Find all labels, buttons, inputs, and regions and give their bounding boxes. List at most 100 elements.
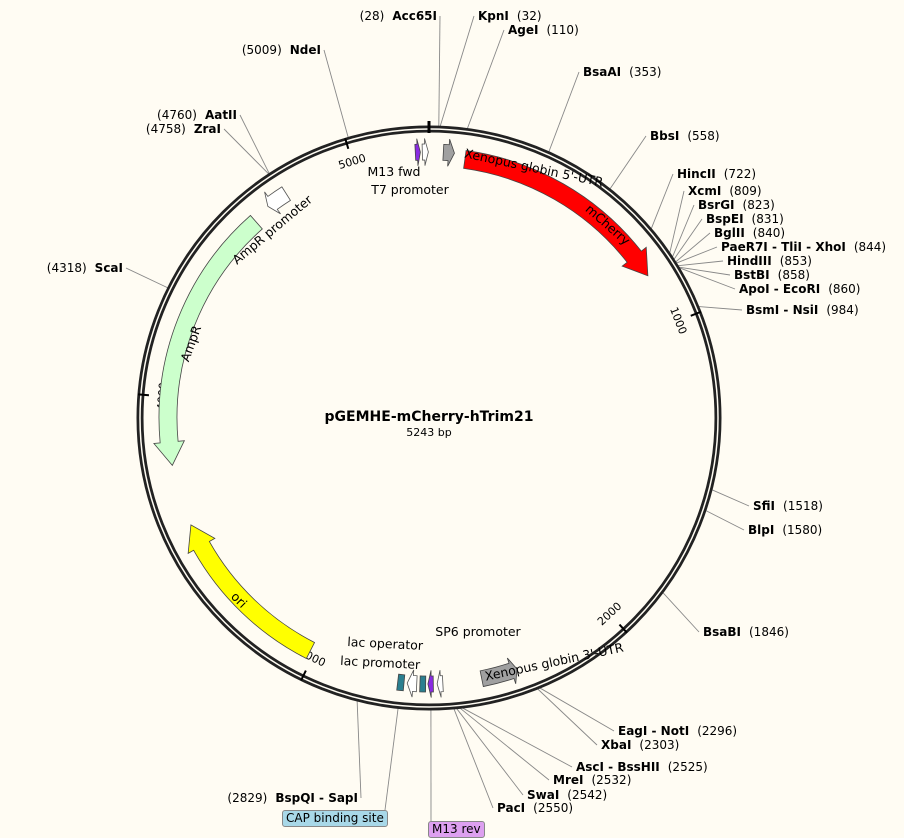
enzyme-site-line bbox=[467, 30, 504, 129]
lac-promoter-feature[interactable] bbox=[407, 670, 417, 697]
enzyme-site-line bbox=[712, 490, 749, 506]
enzyme-site-line bbox=[324, 50, 348, 137]
svg-text:(4318)ScaI: (4318)ScaI bbox=[47, 261, 123, 275]
cap-binding-site-tag[interactable]: CAP binding site bbox=[282, 810, 388, 827]
enzyme-position: (860) bbox=[828, 282, 860, 296]
enzyme-position: (2303) bbox=[639, 738, 679, 752]
svg-text:BsmI - NsiI(984): BsmI - NsiI(984) bbox=[746, 303, 859, 317]
enzyme-site-apoi-ecori[interactable]: ApoI - EcoRI (860) bbox=[739, 282, 860, 296]
m13-fwd-feature[interactable] bbox=[415, 139, 421, 166]
enzyme-name: BsmI - NsiI bbox=[746, 303, 818, 317]
xenopus-globin-5-utr-feature[interactable] bbox=[443, 139, 455, 166]
enzyme-site-bspqi-sapi[interactable]: (2829) BspQI - SapI bbox=[227, 791, 358, 805]
enzyme-site-bbsi[interactable]: BbsI(558) bbox=[650, 129, 720, 143]
enzyme-site-mrei[interactable]: MreI(2532) bbox=[553, 773, 631, 787]
svg-text:KpnI(32): KpnI (32) bbox=[478, 9, 542, 23]
enzyme-name: XcmI bbox=[688, 184, 721, 198]
enzyme-site-scai[interactable]: (4318)ScaI bbox=[47, 261, 123, 275]
t7-promoter-feature[interactable] bbox=[422, 138, 428, 165]
enzyme-position: (1846) bbox=[749, 625, 789, 639]
enzyme-site-xcmi[interactable]: XcmI(809) bbox=[688, 184, 762, 198]
enzyme-site-line bbox=[457, 709, 523, 795]
enzyme-site-paer7i-tlii-xhoi[interactable]: PaeR7I - TliI - XhoI(844) bbox=[721, 240, 886, 254]
enzyme-position: (2542) bbox=[567, 788, 607, 802]
tick-mark bbox=[138, 394, 149, 395]
svg-text:AgeI(110): AgeI(110) bbox=[508, 23, 579, 37]
enzyme-site-acc65i[interactable]: (28)Acc65I bbox=[360, 9, 437, 23]
m13-fwd-label: M13 fwd bbox=[367, 164, 420, 179]
enzyme-position: (1580) bbox=[782, 523, 822, 537]
enzyme-name: BsrGI bbox=[698, 198, 735, 212]
enzyme-name: BsaBI bbox=[703, 625, 741, 639]
enzyme-site-sfii[interactable]: SfiI(1518) bbox=[753, 499, 823, 513]
m13-rev-tag[interactable]: M13 rev bbox=[428, 821, 485, 838]
enzyme-site-line bbox=[538, 689, 597, 745]
enzyme-site-line bbox=[663, 593, 699, 632]
enzyme-position: (32) bbox=[517, 9, 542, 23]
enzyme-site-bglii[interactable]: BglII(840) bbox=[714, 226, 785, 240]
enzyme-position: (722) bbox=[724, 167, 756, 181]
enzyme-position: (840) bbox=[753, 226, 785, 240]
enzyme-site-bstbi[interactable]: BstBI(858) bbox=[734, 268, 810, 282]
enzyme-site-ndei[interactable]: (5009)NdeI bbox=[242, 43, 321, 57]
svg-text:BbsI(558): BbsI(558) bbox=[650, 129, 720, 143]
enzyme-site-line bbox=[439, 16, 440, 126]
t7-promoter-label: T7 promoter bbox=[370, 182, 449, 197]
enzyme-site-line bbox=[357, 701, 361, 798]
enzyme-site-xbai[interactable]: XbaI(2303) bbox=[601, 738, 679, 752]
enzyme-name: BspQI - SapI bbox=[275, 791, 358, 805]
enzyme-site-bsrgi[interactable]: BsrGI(823) bbox=[698, 198, 775, 212]
enzyme-site-asci-bsshii[interactable]: AscI - BssHII(2525) bbox=[576, 760, 708, 774]
enzyme-site-kpni[interactable]: KpnI (32) bbox=[478, 9, 542, 23]
enzyme-name: ApoI - EcoRI bbox=[739, 282, 820, 296]
svg-text:(5009)NdeI: (5009)NdeI bbox=[242, 43, 321, 57]
enzyme-name: AscI - BssHII bbox=[576, 760, 660, 774]
enzyme-site-zrai[interactable]: (4758)ZraI bbox=[146, 122, 221, 136]
enzyme-name: MreI bbox=[553, 773, 583, 787]
cap-binding-site-feature[interactable] bbox=[397, 674, 405, 691]
svg-text:BsaAI(353): BsaAI(353) bbox=[583, 65, 661, 79]
sp6-promoter-feature[interactable] bbox=[437, 670, 443, 697]
enzyme-position: (4318) bbox=[47, 261, 87, 275]
enzyme-site-hincii[interactable]: HincII(722) bbox=[677, 167, 756, 181]
svg-text:SwaI(2542): SwaI (2542) bbox=[527, 788, 607, 802]
enzyme-name: AatII bbox=[205, 108, 237, 122]
svg-text:HindIII(853): HindIII(853) bbox=[727, 254, 812, 268]
enzyme-site-swai[interactable]: SwaI (2542) bbox=[527, 788, 607, 802]
enzyme-site-bsaai[interactable]: BsaAI(353) bbox=[583, 65, 661, 79]
enzyme-site-bspei[interactable]: BspEI(831) bbox=[706, 212, 784, 226]
enzyme-name: KpnI bbox=[478, 9, 509, 23]
cap-tag-line bbox=[385, 708, 398, 810]
svg-text:(4758)ZraI: (4758)ZraI bbox=[146, 122, 221, 136]
enzyme-site-hindiii[interactable]: HindIII(853) bbox=[727, 254, 812, 268]
lac-operator-feature[interactable] bbox=[420, 676, 426, 692]
lac-operator-label: lac operator bbox=[347, 634, 424, 653]
svg-text:BsaBI(1846): BsaBI (1846) bbox=[703, 625, 789, 639]
enzyme-name: Acc65I bbox=[392, 9, 437, 23]
enzyme-site-line bbox=[651, 174, 673, 229]
enzyme-site-line bbox=[549, 72, 579, 152]
enzyme-name: SfiI bbox=[753, 499, 775, 513]
tick-label: 2000 bbox=[595, 600, 624, 629]
enzyme-name: AgeI bbox=[508, 23, 538, 37]
svg-text:BlpI(1580): BlpI(1580) bbox=[748, 523, 822, 537]
svg-text:BglII(840): BglII(840) bbox=[714, 226, 785, 240]
svg-text:EagI - NotI(2296): EagI - NotI(2296) bbox=[618, 724, 737, 738]
svg-text:ApoI - EcoRI(860): ApoI - EcoRI (860) bbox=[739, 282, 860, 296]
ori-feature[interactable] bbox=[188, 525, 314, 659]
enzyme-name: SwaI bbox=[527, 788, 559, 802]
enzyme-site-paci[interactable]: PacI(2550) bbox=[497, 801, 573, 815]
enzyme-site-aatii[interactable]: (4760) AatII bbox=[157, 108, 237, 122]
enzyme-site-eagi-noti[interactable]: EagI - NotI(2296) bbox=[618, 724, 737, 738]
m13-rev-feature[interactable] bbox=[428, 670, 434, 697]
enzyme-position: (4760) bbox=[157, 108, 197, 122]
enzyme-site-bsabi[interactable]: BsaBI (1846) bbox=[703, 625, 789, 639]
enzyme-site-blpi[interactable]: BlpI(1580) bbox=[748, 523, 822, 537]
enzyme-position: (2829) bbox=[227, 791, 267, 805]
enzyme-site-line bbox=[674, 219, 702, 259]
enzyme-site-agei[interactable]: AgeI(110) bbox=[508, 23, 579, 37]
enzyme-site-bsmi-nsii[interactable]: BsmI - NsiI(984) bbox=[746, 303, 859, 317]
enzyme-site-line bbox=[440, 16, 474, 126]
